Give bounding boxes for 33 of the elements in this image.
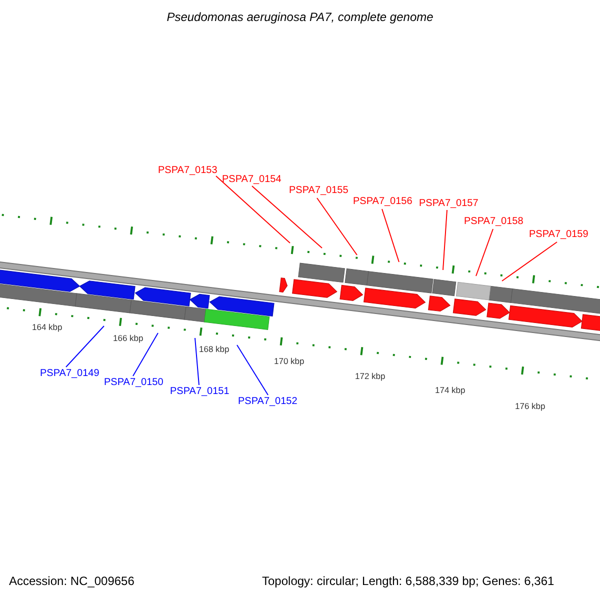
accession-text: Accession: NC_009656 [9, 575, 134, 588]
leader-line [502, 242, 558, 282]
leader-line [194, 338, 200, 386]
scale-label: 170 kbp [274, 357, 304, 366]
scale-label: 166 kbp [113, 334, 144, 344]
scale-label: 176 kbp [515, 402, 546, 412]
gene-label: PSPA7_0151 [170, 386, 230, 397]
gene-label: PSPA7_0159 [529, 229, 588, 240]
leader-line [382, 208, 400, 262]
leader-line [216, 176, 290, 244]
leader-line [442, 210, 448, 270]
leader-line [132, 332, 158, 376]
gene-label: PSPA7_0152 [238, 396, 298, 407]
gene-label: PSPA7_0157 [419, 198, 478, 209]
gene-label: PSPA7_0156 [353, 196, 412, 207]
gene-label: PSPA7_0155 [289, 185, 348, 196]
gene-label: PSPA7_0150 [104, 377, 164, 388]
gene-label: PSPA7_0158 [464, 216, 524, 227]
leader-line [252, 186, 322, 248]
scale-label: 168 kbp [199, 345, 230, 354]
leader-line [476, 228, 494, 276]
genome-map-drawing [0, 214, 600, 380]
scale-label: 164 kbp [32, 323, 62, 332]
scale-label: 172 kbp [355, 372, 386, 382]
scale-label: 174 kbp [435, 386, 466, 396]
gene-label: PSPA7_0153 [158, 165, 218, 176]
gene-label: PSPA7_0149 [40, 368, 100, 379]
title: Pseudomonas aeruginosa PA7, complete genome [166, 11, 434, 24]
genome-info-text: Topology: circular; Length: 6,588,339 bp; Genes: 6,361 [262, 575, 554, 588]
gene-label: PSPA7_0154 [222, 174, 282, 185]
leader-line [316, 198, 358, 256]
leader-line [66, 326, 104, 368]
leader-line [236, 344, 268, 396]
